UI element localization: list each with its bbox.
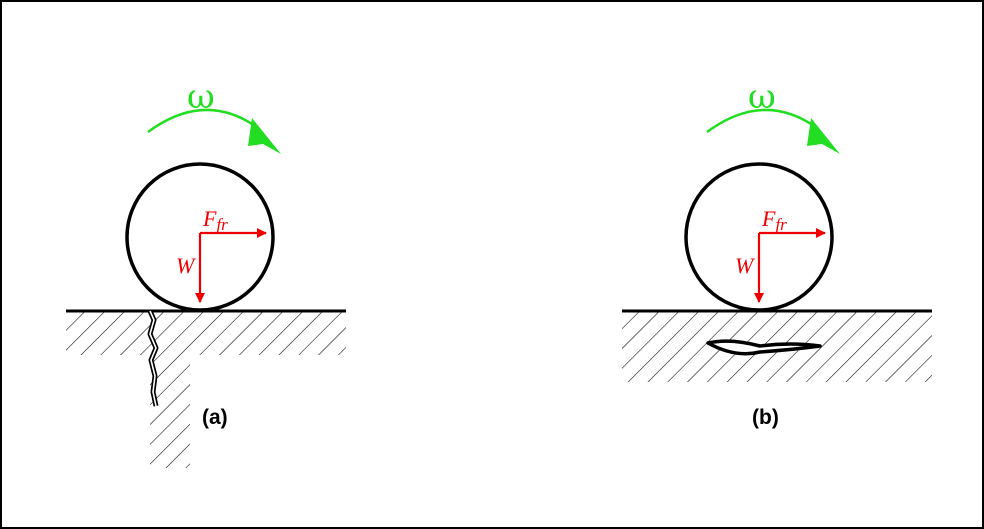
friction-label-b: Ffr	[761, 206, 787, 234]
panel-b: ω Ffr W (b)	[622, 77, 932, 429]
weight-label-b: W	[735, 253, 755, 278]
rotation-arrowhead-a	[248, 118, 281, 154]
subsurface-crack-b	[706, 339, 822, 356]
friction-label-a: Ffr	[202, 206, 228, 234]
omega-label-b: ω	[748, 77, 776, 117]
rotation-arrow-b	[706, 108, 818, 134]
panel-label-b: (b)	[752, 406, 779, 429]
rotation-arrowhead-b	[807, 118, 840, 154]
weight-label-a: W	[176, 253, 196, 278]
omega-label-a: ω	[187, 77, 215, 117]
rotation-arrow-a	[147, 108, 259, 134]
panel-a: ω Ffr W (a)	[66, 77, 346, 468]
panel-label-a: (a)	[202, 406, 228, 429]
ground-hatch-a	[66, 312, 346, 468]
